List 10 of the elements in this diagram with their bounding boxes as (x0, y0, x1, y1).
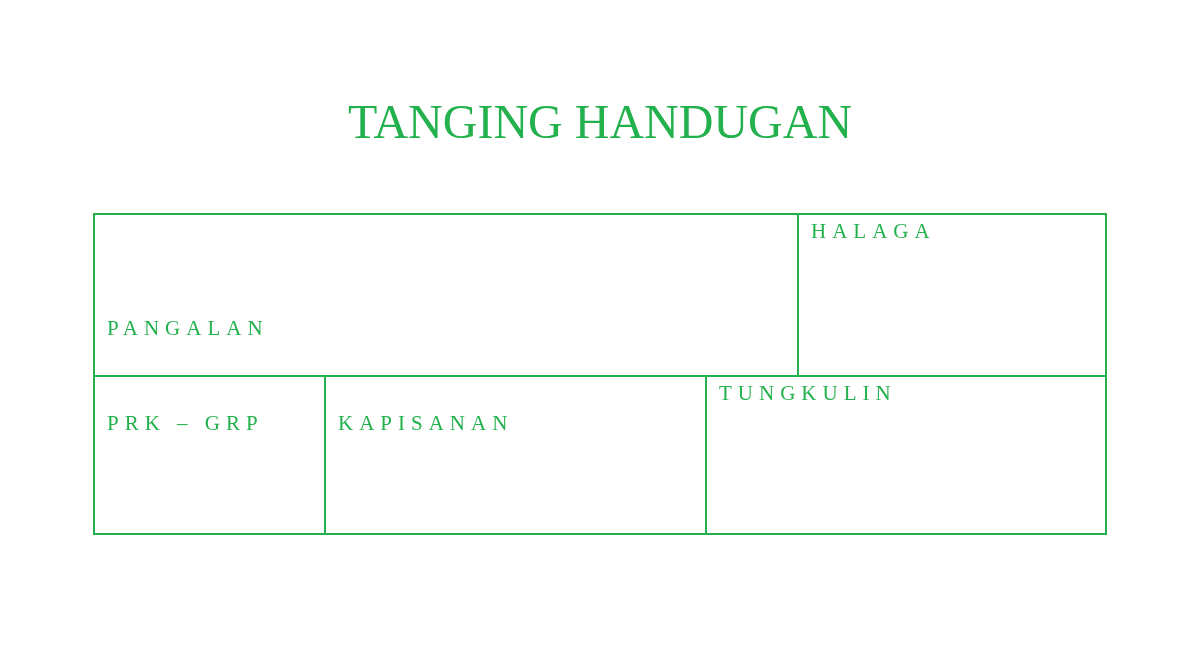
field-label: PANGALAN (107, 316, 269, 340)
field-label: TUNGKULIN (719, 381, 897, 405)
form-field (93, 213, 799, 377)
field-label: HALAGA (811, 219, 936, 243)
form-field (797, 213, 1107, 377)
title: TANGING HANDUGAN (347, 94, 853, 150)
form-field (93, 375, 326, 535)
field-label: KAPISANAN (338, 411, 514, 435)
field-label: PRK – GRP (107, 411, 264, 435)
form-field (705, 375, 1107, 535)
